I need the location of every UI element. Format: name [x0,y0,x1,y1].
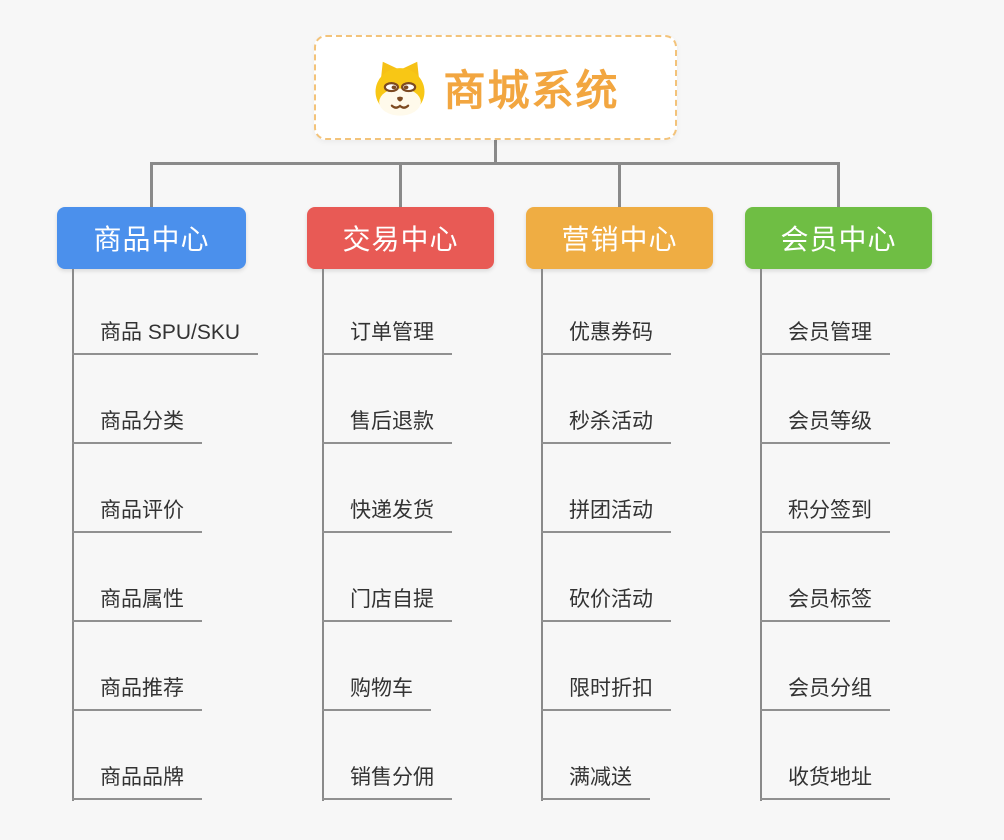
subtopic[interactable]: 商品评价 [72,498,202,533]
connector-root-drop [494,139,497,163]
subtopic[interactable]: 售后退款 [322,409,452,444]
branch-product-center[interactable]: 商品中心 [57,207,246,269]
branch-member-center[interactable]: 会员中心 [745,207,932,269]
spine-line [72,269,74,801]
subtopic[interactable]: 商品 SPU/SKU [72,320,259,355]
subtopic[interactable]: 商品推荐 [72,676,202,711]
subtopic[interactable]: 秒杀活动 [541,409,671,444]
root-title: 商城系统 [443,67,620,114]
subtopic[interactable]: 会员管理 [760,320,890,355]
connector-stub [837,162,840,208]
connector-stub [150,162,153,208]
subtopic[interactable]: 商品属性 [72,587,202,622]
subtopic[interactable]: 收货地址 [760,765,890,800]
subtopic[interactable]: 快递发货 [322,498,452,533]
spine-line [760,269,762,801]
spine-line [322,269,324,801]
subtopic[interactable]: 优惠券码 [541,320,671,355]
spine-line [541,269,543,801]
connector-stub [399,162,402,208]
shiba-dog-icon [376,61,425,116]
subtopic[interactable]: 拼团活动 [541,498,671,533]
branch-marketing-center[interactable]: 营销中心 [526,207,713,269]
subtopic[interactable]: 订单管理 [322,320,452,355]
branch-trade-center[interactable]: 交易中心 [307,207,494,269]
subtopic[interactable]: 积分签到 [760,498,890,533]
subtopic[interactable]: 砍价活动 [541,587,671,622]
connector-stub [618,162,621,208]
subtopic[interactable]: 销售分佣 [322,765,452,800]
subtopic[interactable]: 会员标签 [760,587,890,622]
root-node[interactable]: 商城系统 [314,35,677,140]
subtopic[interactable]: 会员分组 [760,676,890,711]
subtopic[interactable]: 购物车 [322,676,431,711]
subtopic[interactable]: 会员等级 [760,409,890,444]
subtopic[interactable]: 商品品牌 [72,765,202,800]
connector-bus [150,162,840,165]
subtopic[interactable]: 门店自提 [322,587,452,622]
subtopic[interactable]: 商品分类 [72,409,202,444]
subtopic[interactable]: 限时折扣 [541,676,671,711]
subtopic[interactable]: 满减送 [541,765,650,800]
